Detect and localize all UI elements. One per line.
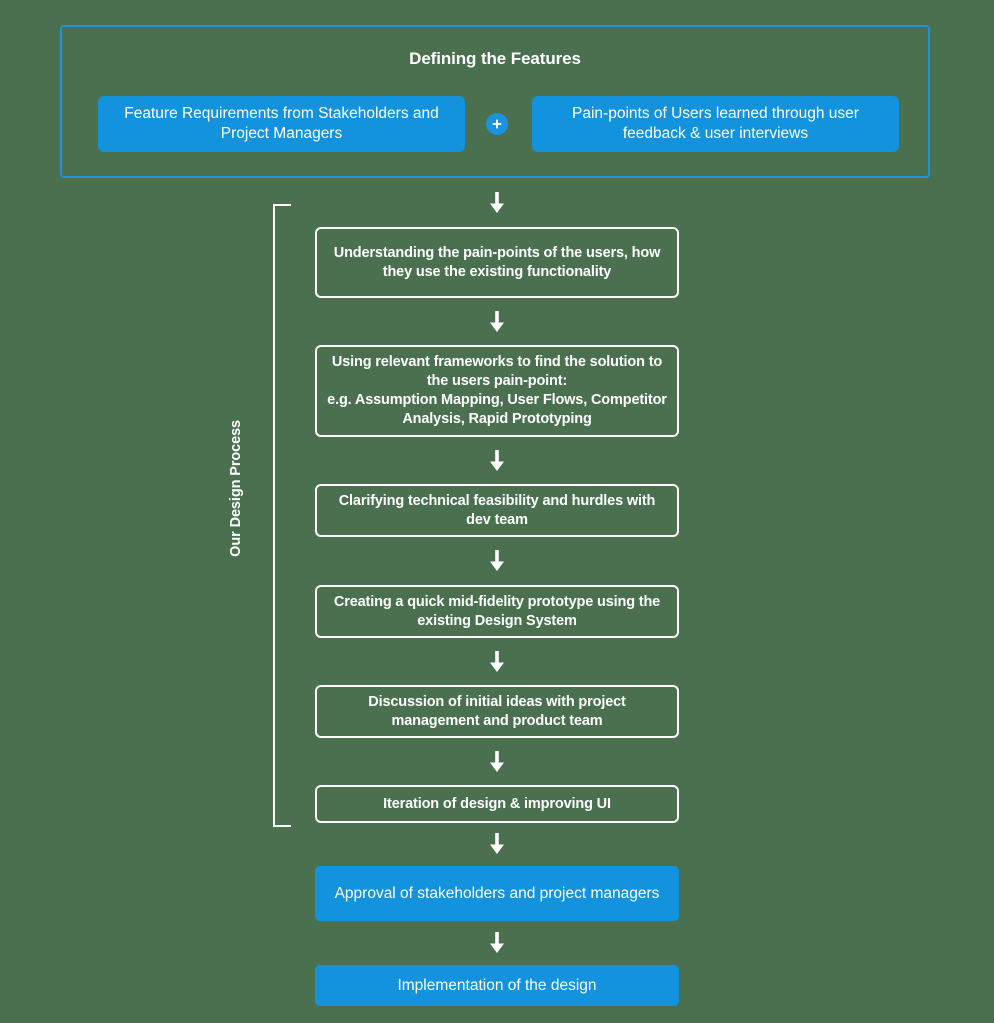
arrow-down-icon <box>0 751 994 773</box>
defining-the-features-inputs: Feature Requirements from Stakeholders a… <box>62 96 928 152</box>
process-step-mid-fidelity-prototype[interactable]: Creating a quick mid-fidelity prototype … <box>315 585 679 638</box>
arrow-down-icon <box>0 550 994 572</box>
arrow-down-icon <box>0 311 994 333</box>
arrow-down-icon <box>0 450 994 472</box>
arrow-down-icon <box>0 833 994 855</box>
process-step-iteration-improving-ui[interactable]: Iteration of design & improving UI <box>315 785 679 823</box>
defining-the-features-panel: Defining the Features Feature Requiremen… <box>60 25 930 178</box>
process-step-relevant-frameworks[interactable]: Using relevant frameworks to find the so… <box>315 345 679 437</box>
arrow-down-icon <box>0 651 994 673</box>
design-process-label: Our Design Process <box>228 420 244 557</box>
input-box-user-pain-points[interactable]: Pain-points of Users learned through use… <box>532 96 899 152</box>
process-step-technical-feasibility[interactable]: Clarifying technical feasibility and hur… <box>315 484 679 537</box>
outcome-step-implementation[interactable]: Implementation of the design <box>315 965 679 1006</box>
plus-icon <box>486 113 508 135</box>
process-step-discussion-initial-ideas[interactable]: Discussion of initial ideas with project… <box>315 685 679 738</box>
process-step-understanding-pain-points[interactable]: Understanding the pain-points of the use… <box>315 227 679 298</box>
input-box-stakeholder-requirements[interactable]: Feature Requirements from Stakeholders a… <box>98 96 465 152</box>
design-process-bracket <box>273 204 291 827</box>
outcome-step-approval[interactable]: Approval of stakeholders and project man… <box>315 866 679 921</box>
defining-the-features-title: Defining the Features <box>409 49 581 68</box>
arrow-down-icon <box>0 192 994 214</box>
arrow-down-icon <box>0 932 994 954</box>
